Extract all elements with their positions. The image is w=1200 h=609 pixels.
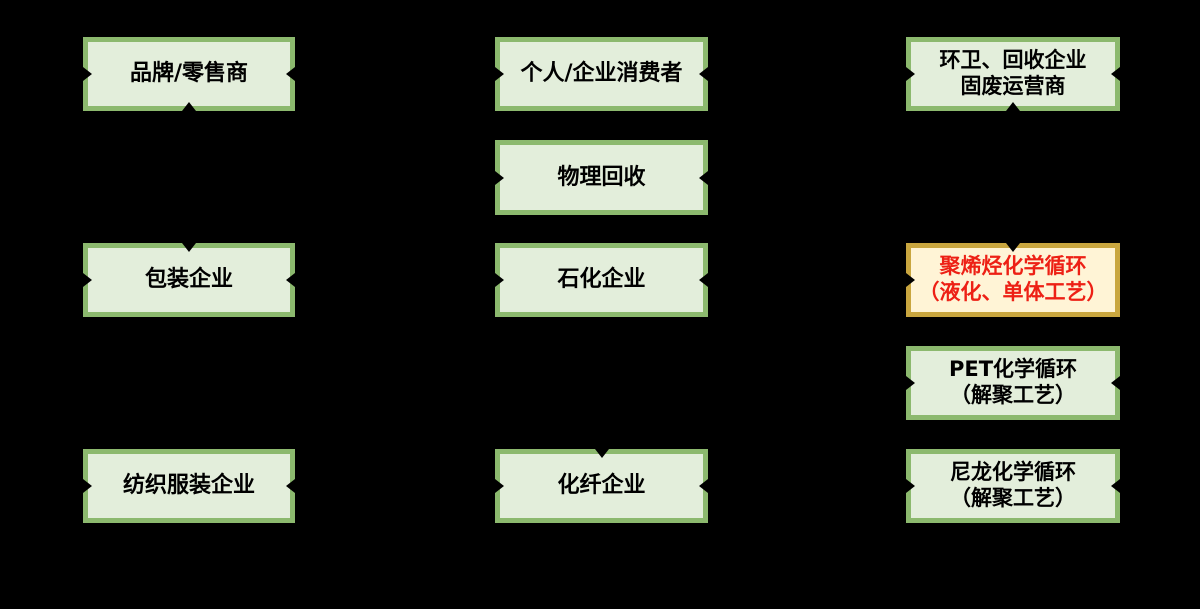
node-label: 固废运营商 <box>960 74 1066 98</box>
node-label: 物理回收 <box>557 164 646 190</box>
arrowhead-notch <box>182 102 196 111</box>
node-label: （解聚工艺） <box>950 383 1076 407</box>
node-label: （液化、单体工艺） <box>918 280 1108 304</box>
arrowhead-notch <box>699 479 708 493</box>
arrowhead-notch <box>182 243 196 252</box>
arrowhead-notch <box>495 273 504 287</box>
arrowhead-notch <box>495 67 504 81</box>
arrowhead-notch <box>1111 67 1120 81</box>
arrowhead-notch <box>286 479 295 493</box>
node-packaging: 包装企业 <box>83 243 295 317</box>
arrowhead-notch <box>83 67 92 81</box>
arrowhead-notch <box>286 67 295 81</box>
arrowhead-notch <box>83 273 92 287</box>
arrowhead-notch <box>699 170 708 185</box>
arrowhead-notch <box>906 273 915 287</box>
arrowhead-notch <box>906 376 915 390</box>
arrowhead-notch <box>1006 243 1020 252</box>
node-polyolefin-chemcycle: 聚烯烃化学循环 （液化、单体工艺） <box>906 243 1120 317</box>
node-consumer: 个人/企业消费者 <box>495 37 708 111</box>
node-label: 纺织服装企业 <box>122 473 255 499</box>
node-fiber: 化纤企业 <box>495 449 708 523</box>
arrowhead-notch <box>495 170 504 185</box>
arrowhead-notch <box>906 479 915 493</box>
arrowhead-notch <box>1006 102 1020 111</box>
arrowhead-notch <box>1111 479 1120 493</box>
node-pet-chemcycle: PET化学循环 （解聚工艺） <box>906 346 1120 420</box>
node-brand-retailer: 品牌/零售商 <box>83 37 295 111</box>
node-label: 尼龙化学循环 <box>950 460 1076 485</box>
node-label: 个人/企业消费者 <box>520 61 683 87</box>
node-label: 聚烯烃化学循环 <box>939 254 1087 279</box>
node-textile-apparel: 纺织服装企业 <box>83 449 295 523</box>
node-physical-recycling: 物理回收 <box>495 140 708 215</box>
node-label: 环卫、回收企业 <box>939 48 1087 73</box>
node-label: PET化学循环 <box>948 357 1078 382</box>
arrowhead-notch <box>699 67 708 81</box>
node-label: 品牌/零售商 <box>129 61 249 87</box>
arrowhead-notch <box>495 479 504 493</box>
arrowhead-notch <box>83 479 92 493</box>
node-label: （解聚工艺） <box>950 486 1076 510</box>
node-petrochemical: 石化企业 <box>495 243 708 317</box>
arrowhead-notch <box>699 273 708 287</box>
arrowhead-notch <box>594 449 609 458</box>
node-label: 包装企业 <box>144 267 233 293</box>
node-label: 石化企业 <box>557 267 646 293</box>
node-sanitation-recycling: 环卫、回收企业 固废运营商 <box>906 37 1120 111</box>
arrowhead-notch <box>286 273 295 287</box>
arrowhead-notch <box>906 67 915 81</box>
arrowhead-notch <box>1111 376 1120 390</box>
node-nylon-chemcycle: 尼龙化学循环 （解聚工艺） <box>906 449 1120 523</box>
node-label: 化纤企业 <box>557 473 646 499</box>
